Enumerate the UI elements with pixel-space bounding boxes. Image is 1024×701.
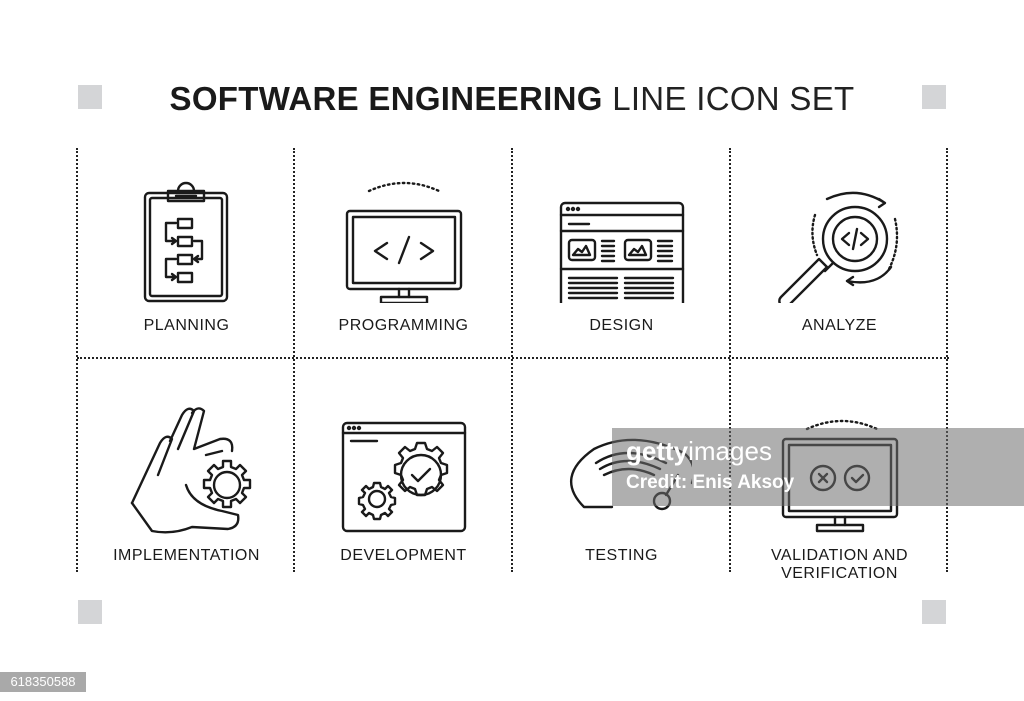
icon-label: IMPLEMENTATION xyxy=(113,547,260,564)
grid-divider-v2 xyxy=(293,148,295,572)
browser-layout-icon xyxy=(559,201,684,303)
icon-cell-planning: PLANNING xyxy=(78,155,295,365)
icon-cell-design: DESIGN xyxy=(513,155,730,365)
icon-cell-analyze: ANALYZE xyxy=(731,155,948,365)
grid-divider-v4 xyxy=(729,148,731,572)
title-bold: SOFTWARE ENGINEERING xyxy=(169,80,603,117)
icon-label: DEVELOPMENT xyxy=(340,547,467,564)
icon-label: PROGRAMMING xyxy=(338,317,469,334)
icon-cell-programming: PROGRAMMING xyxy=(295,155,512,365)
page-title: SOFTWARE ENGINEERING LINE ICON SET xyxy=(0,80,1024,118)
icon-cell-development: DEVELOPMENT xyxy=(295,385,512,595)
watermark-banner: gettyimages Credit: Enis Aksoy xyxy=(612,428,1024,506)
grid-divider-v3 xyxy=(511,148,513,572)
icon-label: TESTING xyxy=(585,547,658,564)
clipboard-flowchart-icon xyxy=(143,181,228,303)
watermark-credit: Credit: Enis Aksoy xyxy=(626,472,795,493)
hand-gear-icon xyxy=(130,407,251,534)
browser-gears-icon xyxy=(341,421,466,533)
corner-square-top-right xyxy=(922,85,946,109)
watermark-logo: gettyimages xyxy=(626,436,772,466)
image-id-badge: 618350588 xyxy=(0,672,86,692)
corner-square-top-left xyxy=(78,85,102,109)
magnifier-code-icon xyxy=(777,191,898,303)
icon-label-line2: VERIFICATION xyxy=(781,565,898,582)
icon-label: ANALYZE xyxy=(801,317,878,334)
grid-divider-h xyxy=(77,357,949,359)
icon-label: PLANNING xyxy=(143,317,230,334)
corner-square-bottom-right xyxy=(922,600,946,624)
grid-divider-v1 xyxy=(76,148,78,572)
icon-cell-implementation: IMPLEMENTATION xyxy=(78,385,295,595)
icon-label-line1: VALIDATION AND xyxy=(770,547,909,564)
monitor-code-icon xyxy=(345,181,462,303)
title-light: LINE ICON SET xyxy=(612,80,855,117)
corner-square-bottom-left xyxy=(78,600,102,624)
icon-label: DESIGN xyxy=(589,317,654,334)
grid-divider-v5 xyxy=(946,148,948,572)
